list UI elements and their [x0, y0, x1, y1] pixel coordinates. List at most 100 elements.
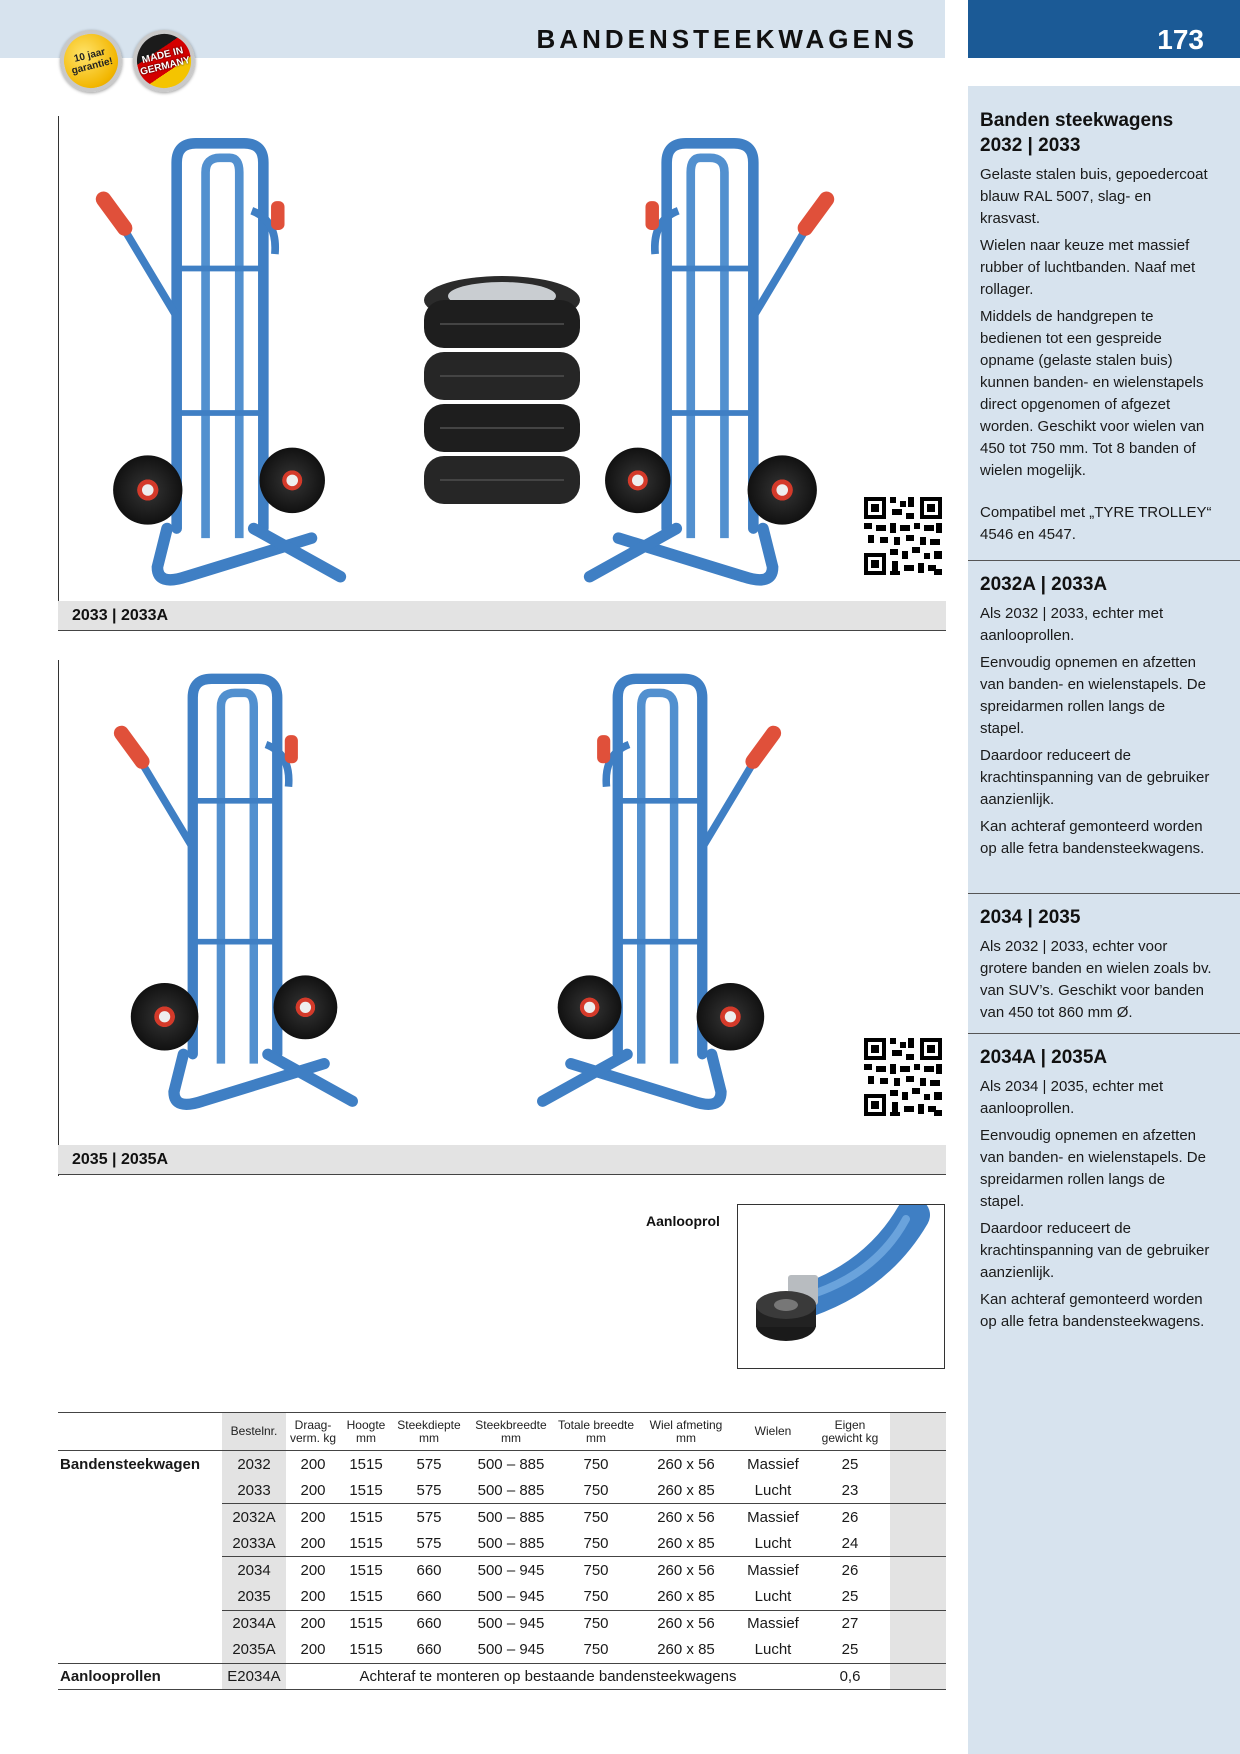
section-4-title: 2034A | 2035A: [980, 1047, 1108, 1068]
table-cell: 575: [416, 1455, 442, 1473]
table-cell: 1515: [349, 1481, 383, 1499]
qr-code-1-icon[interactable]: [862, 495, 944, 577]
section-4-paragraph: Als 2034 | 2035, echter met aanlooprolle…: [980, 1078, 1164, 1117]
table-cell-empty: [890, 1530, 946, 1557]
table-cell: 1515: [340, 1503, 392, 1531]
table-cell: Massief: [736, 1503, 810, 1531]
table-cell: 260 x 56: [636, 1503, 736, 1531]
table-cell: 660: [416, 1588, 442, 1606]
table-cell: 500 – 945: [466, 1556, 556, 1584]
table-cell: 260 x 85: [657, 1588, 715, 1606]
sidebar-divider: [968, 560, 1240, 561]
order-number-cell: 2032: [222, 1450, 286, 1478]
table-cell: Massief: [736, 1609, 810, 1637]
table-cell: Massief: [747, 1455, 799, 1473]
page-number: 173: [1157, 24, 1204, 55]
table-cell: 750: [583, 1588, 609, 1606]
table-cell: 500 – 945: [466, 1609, 556, 1637]
table-cell: 200: [286, 1609, 340, 1637]
table-cell: 660: [392, 1556, 466, 1584]
section-4-paragraph: Daardoor reduceert de krachtinspanning v…: [980, 1220, 1210, 1281]
trolley-2035-right-image: [510, 660, 810, 1120]
panel-1-caption-bar: 2033 | 2033A: [58, 601, 946, 631]
section-4-paragraph: Eenvoudig opnemen en afzet­ten van bande…: [980, 1127, 1206, 1210]
section-2-paragraph: Daardoor reduceert de krachtinspanning v…: [980, 747, 1210, 808]
row-group-label: Bandensteekwagen: [60, 1455, 201, 1473]
trolley-2033-right-image: [580, 120, 840, 600]
table-cell: 750: [556, 1609, 636, 1637]
table-cell: 660: [416, 1641, 442, 1659]
table-cell: 200: [286, 1503, 340, 1531]
section-1-paragraph: Gelaste stalen buis, gepoeder­coat blauw…: [980, 166, 1208, 227]
table-cell: 27: [810, 1609, 890, 1637]
row-group-label: [58, 1477, 222, 1504]
table-header: Bestelnr.: [222, 1412, 286, 1451]
table-cell: 260 x 85: [657, 1641, 715, 1659]
panel-2-frame: [58, 660, 59, 1176]
roller-image: [756, 1205, 930, 1341]
table-cell: 750: [556, 1503, 636, 1531]
inset-label: Aanlooprol: [646, 1213, 720, 1229]
page-title: BANDENSTEEKWAGENS: [536, 24, 918, 54]
order-number-cell: 2035: [222, 1583, 286, 1611]
table-cell: 200: [300, 1455, 326, 1473]
table-cell: 1515: [340, 1609, 392, 1637]
order-number-cell: E2034A: [222, 1662, 286, 1691]
sidebar-divider: [968, 1033, 1240, 1034]
table-cell-empty: [890, 1477, 946, 1504]
section-4-paragraph: Kan achteraf gemonteerd wor­den op alle …: [980, 1291, 1205, 1330]
table-cell: 750: [583, 1534, 609, 1552]
section-2-title: 2032A | 2033A: [980, 574, 1108, 595]
table-cell: 575: [392, 1503, 466, 1531]
section-2-paragraph: Kan achteraf gemonteerd wor­den op alle …: [980, 818, 1205, 857]
table-cell: 25: [841, 1455, 859, 1473]
section-1-paragraph: Compatibel met „TYRE TROLLEY“ 4546 en 45…: [980, 504, 1212, 543]
table-cell: 750: [556, 1556, 636, 1584]
accessory-note: Achteraf te monteren op bestaande banden…: [286, 1662, 810, 1691]
row-group-label: [58, 1610, 222, 1637]
table-cell: 260 x 85: [657, 1481, 715, 1499]
table-cell: 23: [841, 1481, 859, 1499]
section-3-paragraph: Als 2032 | 2033, echter voor grotere ban…: [980, 938, 1212, 1021]
table-cell: 24: [841, 1534, 859, 1552]
page-number-box: 173: [968, 0, 1240, 58]
table-cell: 26: [810, 1556, 890, 1584]
sidebar-section-1: Banden steekwagens 2032 | 2033 Gelaste s…: [980, 108, 1212, 551]
order-number-cell: 2033: [222, 1477, 286, 1504]
table-cell: 500 – 885: [466, 1503, 556, 1531]
sidebar-section-2: 2032A | 2033A Als 2032 | 2033, echter me…: [980, 572, 1212, 865]
warranty-badge-text: 10 jaar garantie!: [70, 46, 115, 77]
table-cell: 500 – 885: [477, 1534, 545, 1552]
qr-code-2-icon[interactable]: [862, 1036, 944, 1118]
row-group-label: Aanlooprollen: [58, 1662, 222, 1691]
table-cell: 660: [392, 1609, 466, 1637]
panel-2-caption: 2035 | 2035A: [72, 1151, 169, 1168]
table-cell-empty: [890, 1609, 946, 1637]
table-cell: 200: [286, 1556, 340, 1584]
row-group-label: [58, 1637, 222, 1664]
panel-1-caption: 2033 | 2033A: [72, 607, 169, 624]
table-cell: 25: [841, 1641, 859, 1659]
table-cell: Massief: [736, 1556, 810, 1584]
table-cell: 500 – 885: [477, 1455, 545, 1473]
sidebar: [968, 86, 1240, 1754]
table-cell: 260 x 56: [657, 1455, 715, 1473]
table-header: Wielen: [736, 1412, 810, 1451]
table-cell: 575: [416, 1534, 442, 1552]
table-cell-empty: [890, 1503, 946, 1531]
table-cell: 0,6: [810, 1662, 890, 1691]
table-cell: 750: [583, 1455, 609, 1473]
table-cell: 500 – 885: [477, 1481, 545, 1499]
panel-2-caption-bar: 2035 | 2035A: [58, 1145, 946, 1175]
section-1-title: Banden steekwagens 2032 | 2033: [980, 110, 1174, 156]
table-cell: 1515: [340, 1556, 392, 1584]
